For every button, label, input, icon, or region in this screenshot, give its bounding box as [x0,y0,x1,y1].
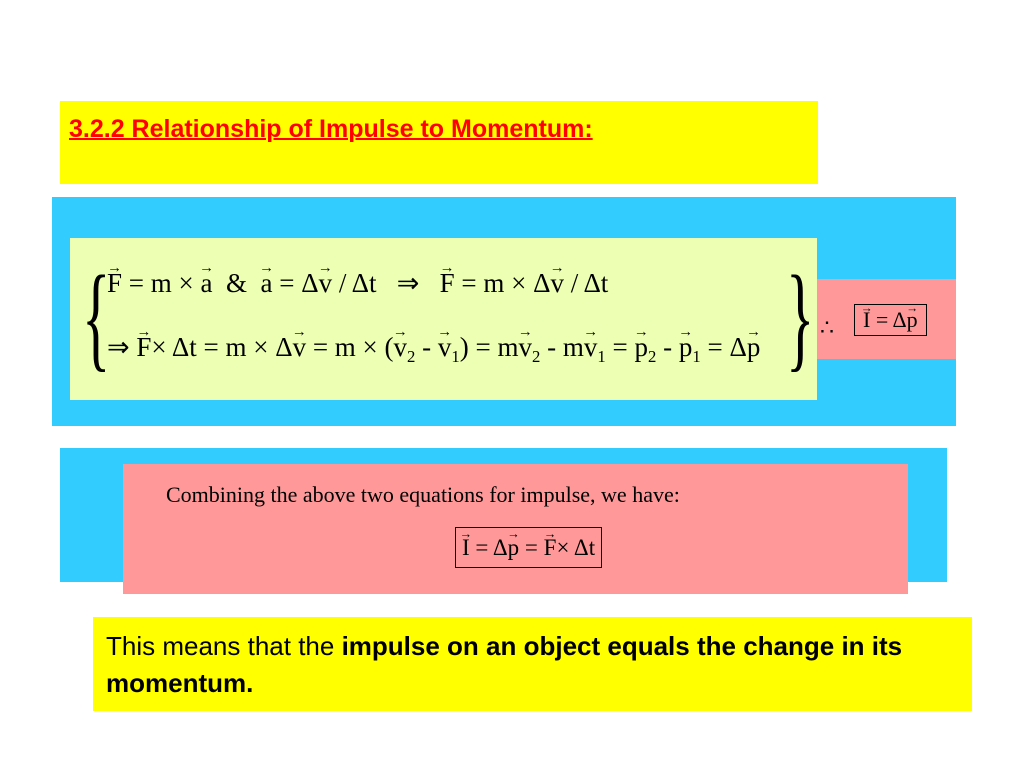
equation-line-2: ⇒ F× Δt = m × Δv = m × (v2 - v1) = mv2 -… [107,334,760,366]
result-box: ∴ I = Δp [817,279,956,359]
conclusion-text: This means that the impulse on an object… [106,628,956,702]
right-brace: } [786,251,815,382]
slide-title: 3.2.2 Relationship of Impulse to Momentu… [69,115,593,143]
derivation-box: { } F = m × a & a = Δv / Δt ⇒ F = m × Δv… [70,238,817,400]
conclusion-normal: This means that the [106,631,342,661]
conclusion-bold: impulse on an object equals the change i… [106,631,903,698]
impulse-formula: I = Δp = F× Δt [455,527,603,568]
combining-box: Combining the above two equations for im… [123,464,908,594]
combining-text: Combining the above two equations for im… [166,482,680,507]
title-box: 3.2.2 Relationship of Impulse to Momentu… [60,101,818,184]
conclusion-box: This means that the impulse on an object… [93,617,972,711]
equation-line-1: F = m × a & a = Δv / Δt ⇒ F = m × Δv / Δ… [107,270,608,297]
therefore-symbol: ∴ [820,315,834,340]
impulse-momentum-result: I = Δp [854,304,927,336]
left-brace: { [82,251,111,382]
